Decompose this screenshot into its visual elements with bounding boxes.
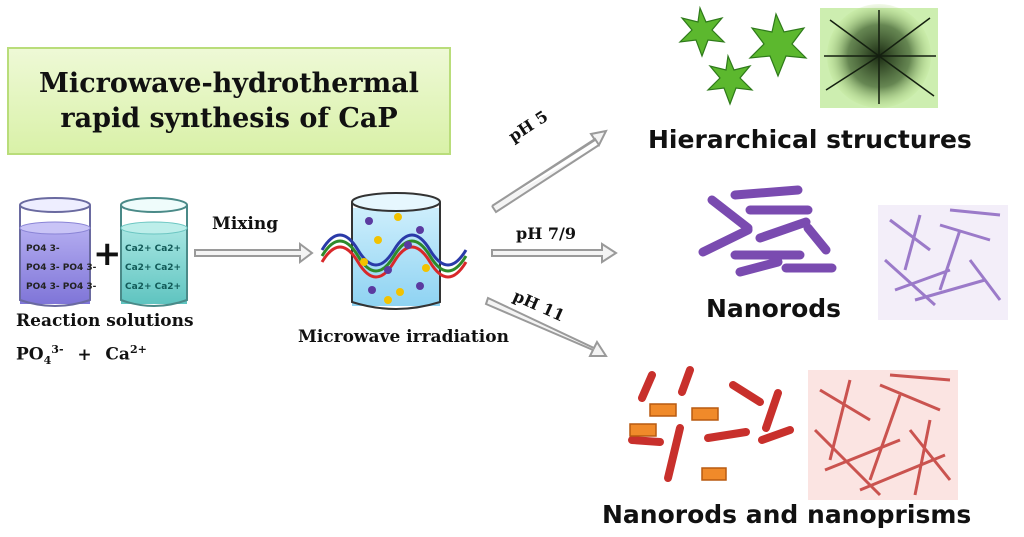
hierarchical-structures-label: Hierarchical structures [648, 125, 972, 154]
nanorods-red [628, 366, 794, 482]
arrow-ph5 [491, 129, 608, 214]
microwave-reactor [320, 192, 468, 310]
arrow-ph11 [484, 296, 608, 357]
po4-beaker [19, 197, 91, 307]
ca-superscript: 2+ [129, 343, 147, 356]
nanorods-nanoprisms-micrograph [808, 370, 958, 500]
nanoprisms-orange [629, 403, 727, 481]
mixing-label: Mixing [212, 214, 279, 234]
nanorods-micrograph [878, 205, 1008, 320]
arrow-ph79 [491, 242, 618, 264]
ca-ion-row-3: Ca2+ Ca2+ [125, 282, 182, 292]
nanorods-purple [698, 185, 837, 277]
ca-ion-row-1: Ca2+ Ca2+ [125, 244, 182, 254]
title-line-1: Microwave-hydrothermal [39, 67, 419, 99]
nanorods-nanoprisms-label: Nanorods and nanoprisms [602, 500, 972, 529]
hierarchical-stars [678, 5, 808, 106]
po4-ion-row-2: PO4 3- PO4 3- [26, 263, 97, 273]
ca-ion-row-2: Ca2+ Ca2+ [125, 263, 182, 273]
ca-text: Ca [105, 344, 130, 365]
reactant-formula: PO43- + Ca2+ [16, 343, 147, 367]
title-box: Microwave-hydrothermal rapid synthesis o… [7, 47, 451, 155]
nanorods-label: Nanorods [706, 294, 842, 323]
formula-plus: + [77, 344, 92, 365]
mixing-arrow [194, 242, 314, 264]
reaction-solutions-label: Reaction solutions [16, 311, 194, 331]
ph79-label: pH 7/9 [516, 224, 576, 243]
title-line-2: rapid synthesis of CaP [60, 103, 398, 134]
po4-ion-row-1: PO4 3- [26, 244, 60, 254]
microwave-irradiation-label: Microwave irradiation [298, 327, 509, 347]
particles [360, 213, 430, 304]
po4-superscript: 3- [51, 343, 64, 356]
hierarchical-micrograph [820, 4, 938, 108]
po4-subscript: 4 [43, 354, 52, 368]
ca-beaker [120, 197, 188, 307]
po4-text: PO [16, 344, 44, 365]
po4-ion-row-3: PO4 3- PO4 3- [26, 282, 97, 292]
plus-sign: + [93, 234, 122, 274]
